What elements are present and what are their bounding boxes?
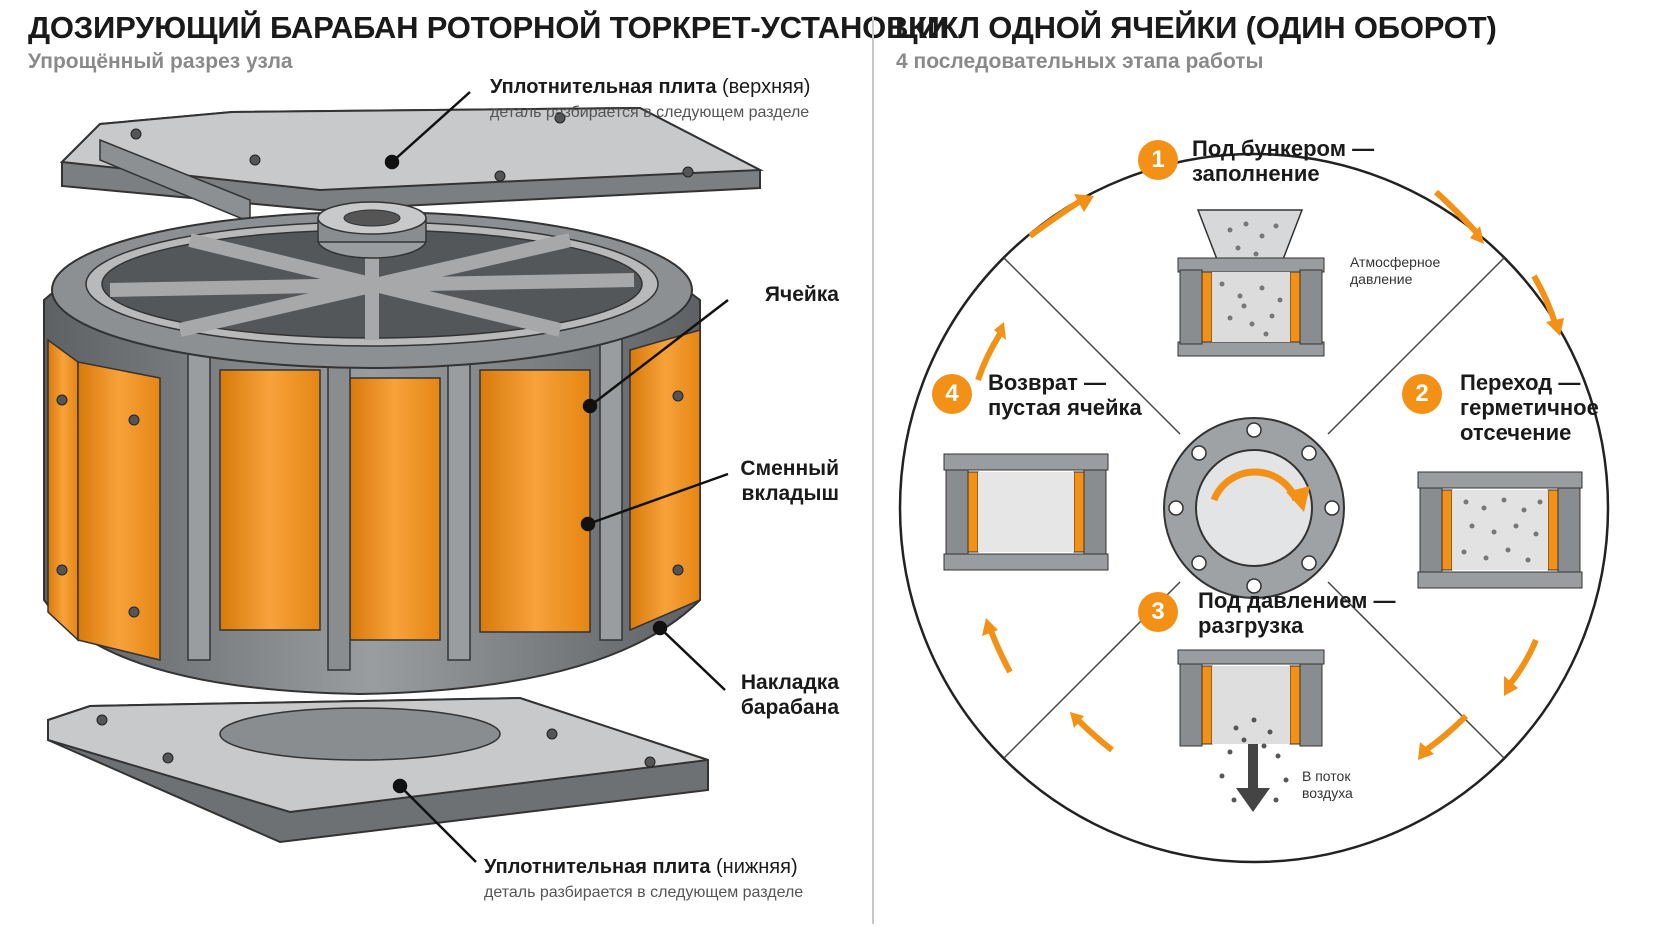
step1-note-line1: Атмосферное: [1350, 254, 1441, 270]
right-subtitle: 4 последовательных этапа работы: [896, 50, 1264, 73]
step1-cell: [1177, 209, 1325, 357]
cycle-arrows: [975, 189, 1564, 760]
left-title: ДОЗИРУЮЩИЙ БАРАБАН РОТОРНОЙ ТОРКРЕТ-УСТА…: [28, 10, 950, 45]
panel-divider: [872, 16, 874, 924]
step1-badge: 1: [1138, 140, 1178, 180]
bottom-sealing-plate: [47, 696, 709, 844]
step2-title-line1: Переход —: [1460, 370, 1581, 395]
step2-badge: 2: [1402, 374, 1442, 414]
bottom-plate-name: Уплотнительная плита: [484, 856, 711, 878]
drum-body: [43, 201, 701, 696]
step3-badge: 3: [1138, 592, 1178, 632]
rotor-hub: [1163, 417, 1345, 599]
overlay-label: Накладка барабана: [741, 670, 839, 720]
step3-cell: [1177, 649, 1325, 812]
step4-title-line2: пустая ячейка: [988, 395, 1142, 420]
cycle-diagram: [898, 152, 1610, 864]
step1-note: Атмосферное давление: [1350, 254, 1440, 288]
bottom-plate-qualifier: (нижняя): [716, 856, 798, 878]
step2-title-line3: отсечение: [1460, 420, 1572, 445]
left-subtitle: Упрощённый разрез узла: [28, 50, 293, 73]
overlay-label-line2: барабана: [740, 696, 839, 719]
liner-label: Сменный вкладыш: [740, 456, 839, 506]
step4-cell: [943, 453, 1109, 571]
overlay-label-line1: Накладка: [740, 671, 839, 694]
right-title: ЦИКЛ ОДНОЙ ЯЧЕЙКИ (ОДИН ОБОРОТ): [895, 10, 1497, 45]
top-plate-note: деталь разбирается в следующем разделе: [490, 104, 810, 121]
step4-title-line1: Возврат —: [988, 370, 1107, 395]
top-sealing-plate: [59, 106, 764, 224]
step1-note-line2: давление: [1350, 271, 1413, 287]
liner-label-line1: Сменный: [740, 457, 839, 480]
drum-illustration: [43, 91, 764, 863]
liner-label-line2: вкладыш: [741, 482, 839, 505]
step3-title-line2: разгрузка: [1198, 613, 1304, 638]
cell-label: Ячейка: [764, 283, 839, 306]
step3-note: В поток воздуха: [1302, 768, 1353, 802]
step2-cell: [1417, 471, 1583, 589]
step4-title: Возврат — пустая ячейка: [988, 370, 1142, 420]
step3-title-line1: Под давлением —: [1198, 588, 1396, 613]
step3-title: Под давлением — разгрузка: [1198, 588, 1396, 638]
step1-title: Под бункером — заполнение: [1192, 136, 1374, 186]
step1-title-line1: Под бункером —: [1192, 136, 1375, 161]
top-plate-name: Уплотнительная плита: [490, 76, 717, 98]
step3-note-line2: воздуха: [1302, 785, 1353, 801]
step1-title-line2: заполнение: [1192, 161, 1320, 186]
bottom-plate-callout: Уплотнительная плита (нижняя): [484, 856, 798, 879]
step4-badge: 4: [932, 374, 972, 414]
top-plate-callout: Уплотнительная плита (верхняя): [490, 76, 810, 99]
step2-title-line2: герметичное: [1460, 395, 1599, 420]
step2-title: Переход — герметичное отсечение: [1460, 370, 1599, 445]
bottom-plate-note: деталь разбирается в следующем разделе: [484, 884, 804, 901]
top-plate-qualifier: (верхняя): [722, 76, 811, 98]
step3-note-line1: В поток: [1302, 768, 1351, 784]
